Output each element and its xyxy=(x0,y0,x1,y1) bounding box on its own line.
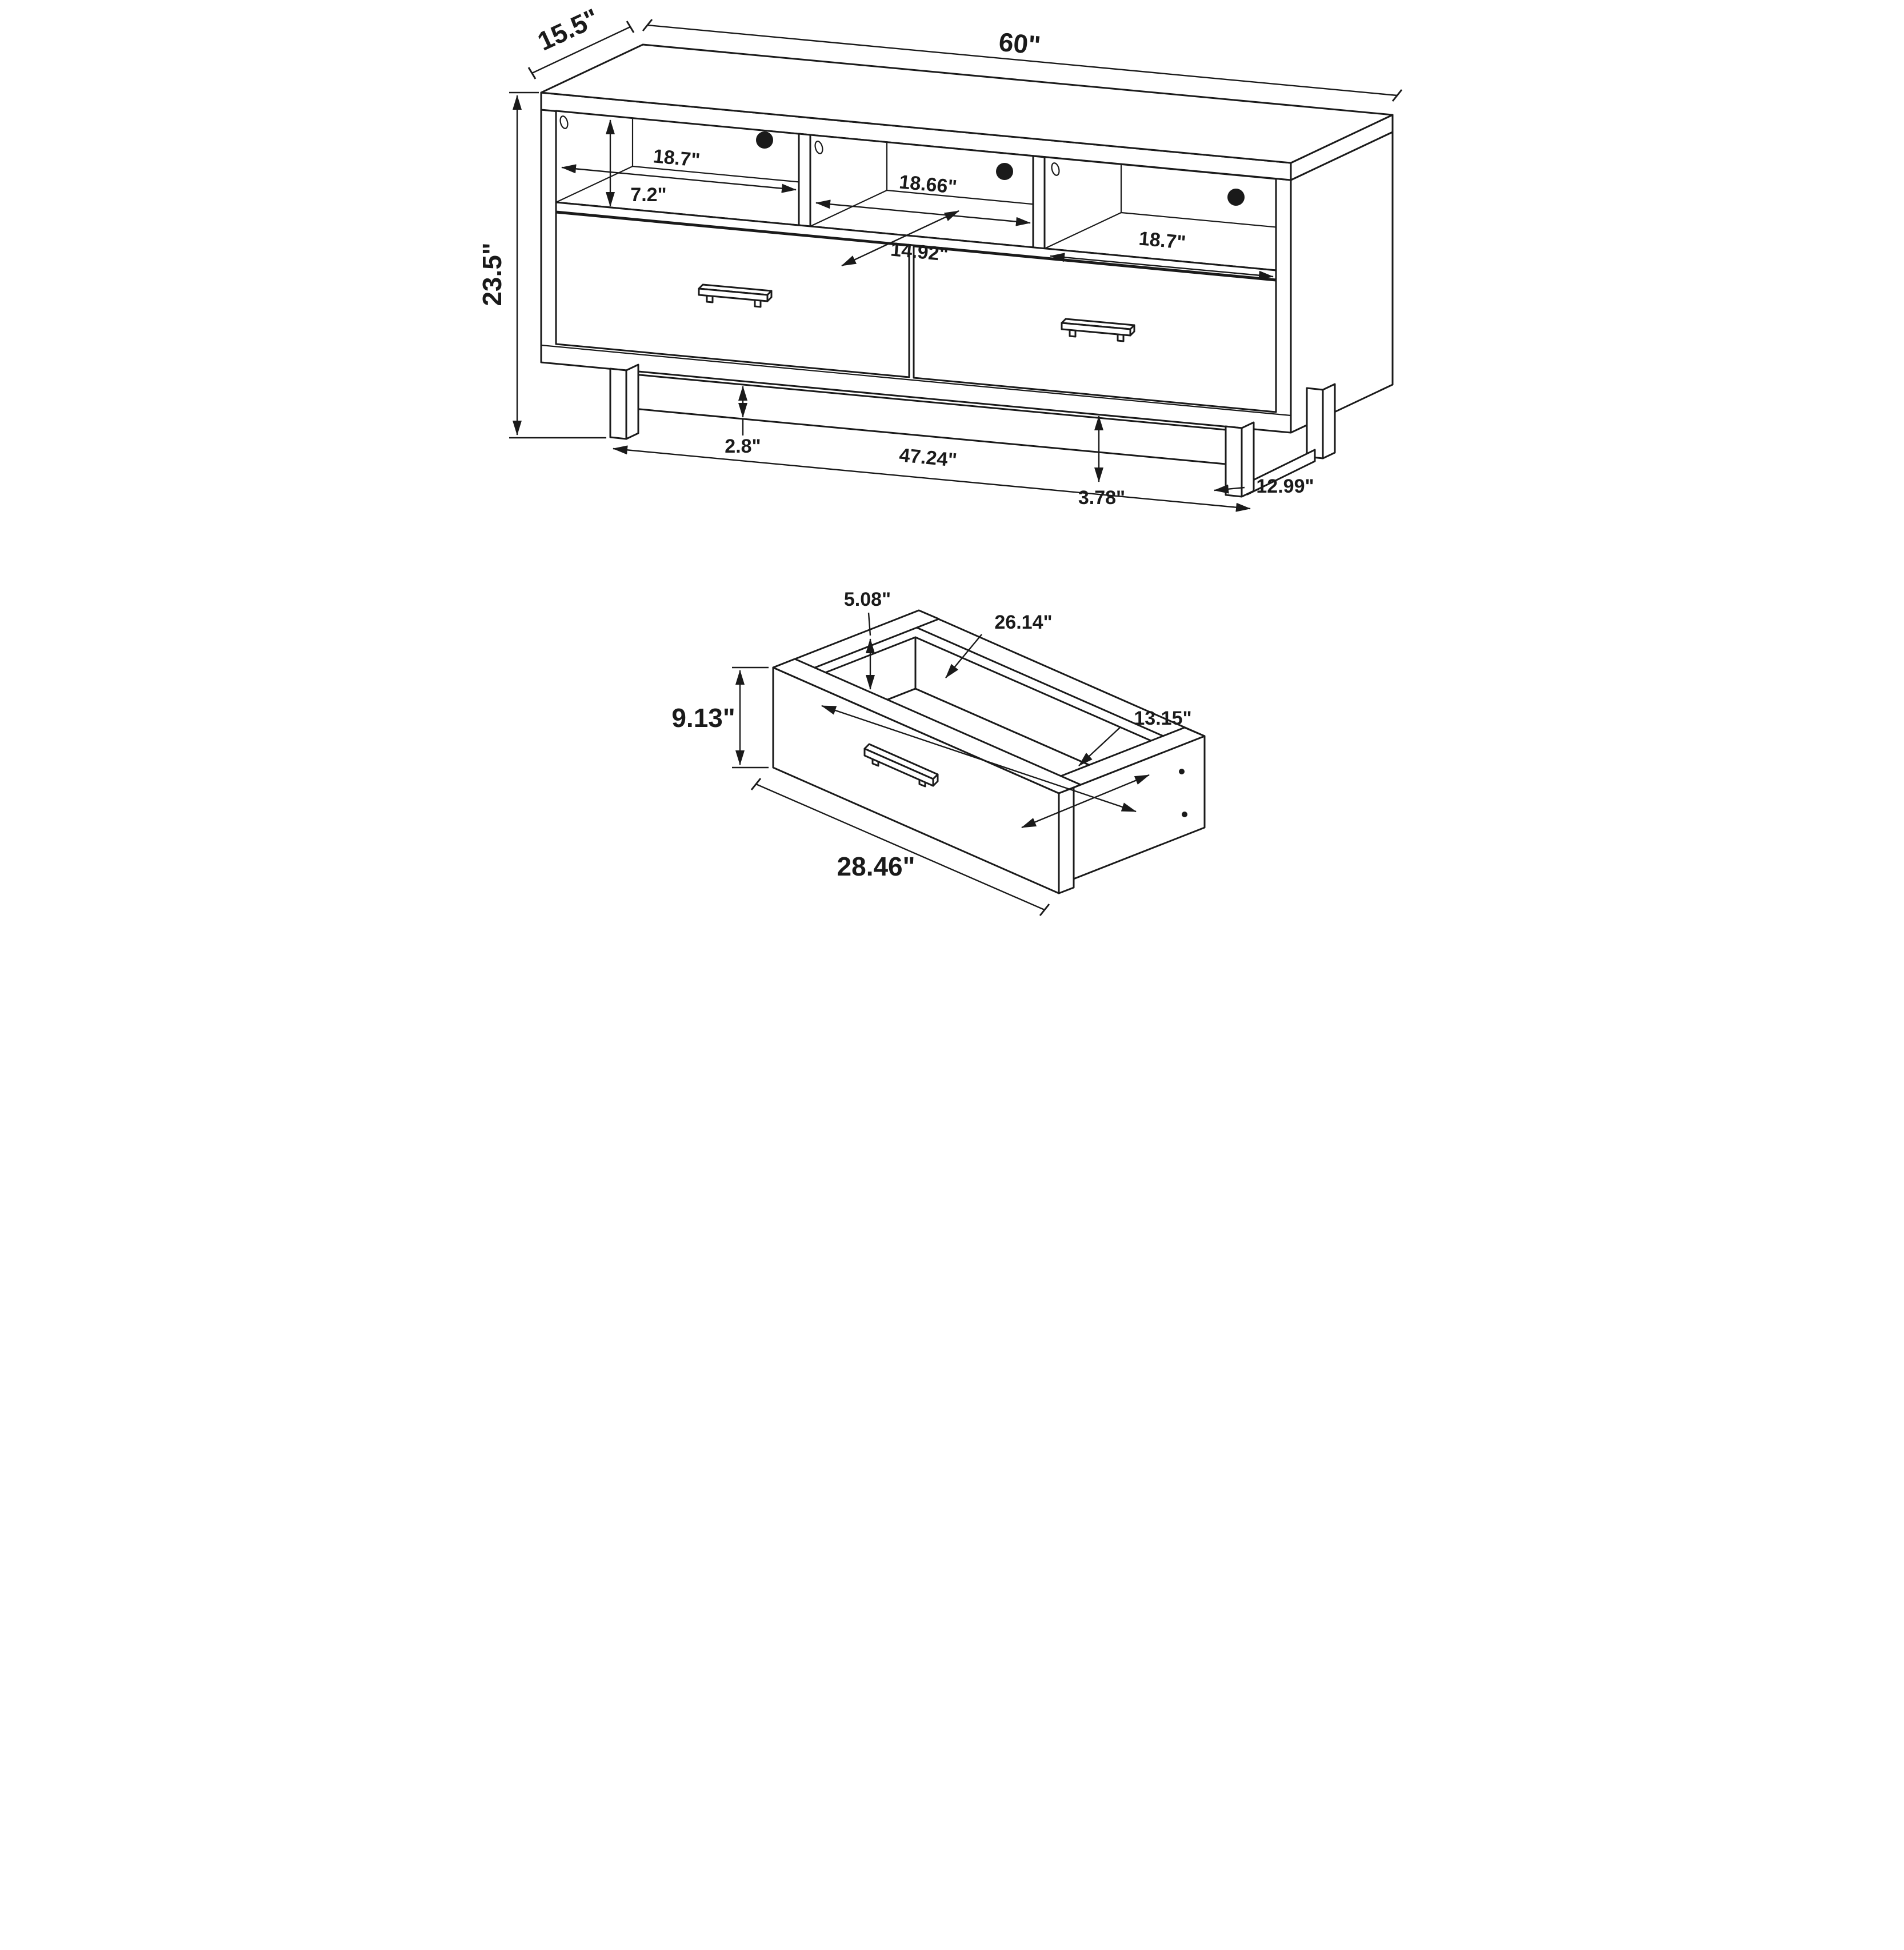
dim-label: 9.13" xyxy=(671,703,735,733)
dim-label: 15.5" xyxy=(533,2,603,56)
drawer-dimensions: 9.13" 5.08" 26.14" 13.15" 28.46" xyxy=(671,589,1192,916)
dim-label: 12.99" xyxy=(1256,475,1314,497)
divider-2 xyxy=(1032,155,1046,250)
dim-label: 23.5" xyxy=(477,242,507,306)
dim-label: 13.15" xyxy=(1134,708,1191,729)
dim-label: 2.8" xyxy=(725,435,761,457)
console-right-panel xyxy=(1290,131,1394,434)
dim-console-width: 60" xyxy=(642,19,1403,102)
dim-compartment3-width: 18.7" xyxy=(1050,227,1274,280)
dim-compartment1-width: 18.7" xyxy=(561,145,797,193)
dim-compartment-depth: 14.92" xyxy=(841,210,959,267)
dim-base-span: 47.24" xyxy=(613,444,1251,512)
bottom-board-edge xyxy=(540,344,1292,417)
console-leg xyxy=(1322,383,1336,459)
dim-label: 28.46" xyxy=(837,852,915,881)
dim-compartment-height: 7.2" xyxy=(606,119,667,207)
dim-leg-height: 3.78" xyxy=(1078,415,1125,509)
cable-hole-icon xyxy=(1227,189,1245,206)
cable-hole-icon xyxy=(756,131,773,149)
dim-label: 47.24" xyxy=(898,444,958,471)
console-leg xyxy=(1306,387,1324,459)
console-leg xyxy=(625,363,639,440)
pin-hole-icon xyxy=(559,115,569,129)
dim-label: 18.66" xyxy=(898,171,958,198)
dim-label: 60" xyxy=(998,27,1042,61)
dim-label: 18.7" xyxy=(1138,227,1187,254)
drawer-handle-icon xyxy=(1061,318,1135,342)
console-leg xyxy=(1225,425,1243,498)
dim-label: 7.2" xyxy=(630,184,666,206)
dim-label: 3.78" xyxy=(1078,487,1125,509)
dim-label: 14.92" xyxy=(890,238,949,265)
dim-drawer-inner-height: 5.08" xyxy=(844,589,891,690)
console-leg xyxy=(1241,421,1255,498)
pin-hole-icon xyxy=(814,141,823,154)
dim-leg-side-span: 12.99" xyxy=(1214,475,1314,497)
dim-console-height: 23.5" xyxy=(477,91,606,439)
console-leg xyxy=(609,367,627,440)
drawer-drawing xyxy=(772,609,1206,894)
dim-drawer-front-height: 9.13" xyxy=(671,666,769,769)
divider-1 xyxy=(798,133,811,227)
dim-label: 26.14" xyxy=(994,612,1052,633)
dim-label: 5.08" xyxy=(844,589,891,610)
drawer-front-edge-strip xyxy=(1058,786,1075,894)
dim-drawer-inner-depth: 13.15" xyxy=(1021,708,1192,829)
dim-label: 18.7" xyxy=(652,145,701,171)
screw-hole-icon xyxy=(1179,769,1185,774)
drawer-handle-icon xyxy=(698,283,773,308)
console-top-surface xyxy=(540,43,1394,164)
screw-hole-icon xyxy=(1182,812,1187,817)
dimension-drawing-canvas: 60" 15.5" 23.5" 18.7" 7.2" 18.66 xyxy=(476,0,1428,975)
dim-drawer-width: 28.46" xyxy=(750,778,1050,916)
cable-hole-icon xyxy=(996,163,1013,180)
furniture-dimension-diagram: 60" 15.5" 23.5" 18.7" 7.2" 18.66 xyxy=(477,2,1403,916)
console-drawing xyxy=(540,43,1394,498)
pin-hole-icon xyxy=(1051,162,1060,176)
